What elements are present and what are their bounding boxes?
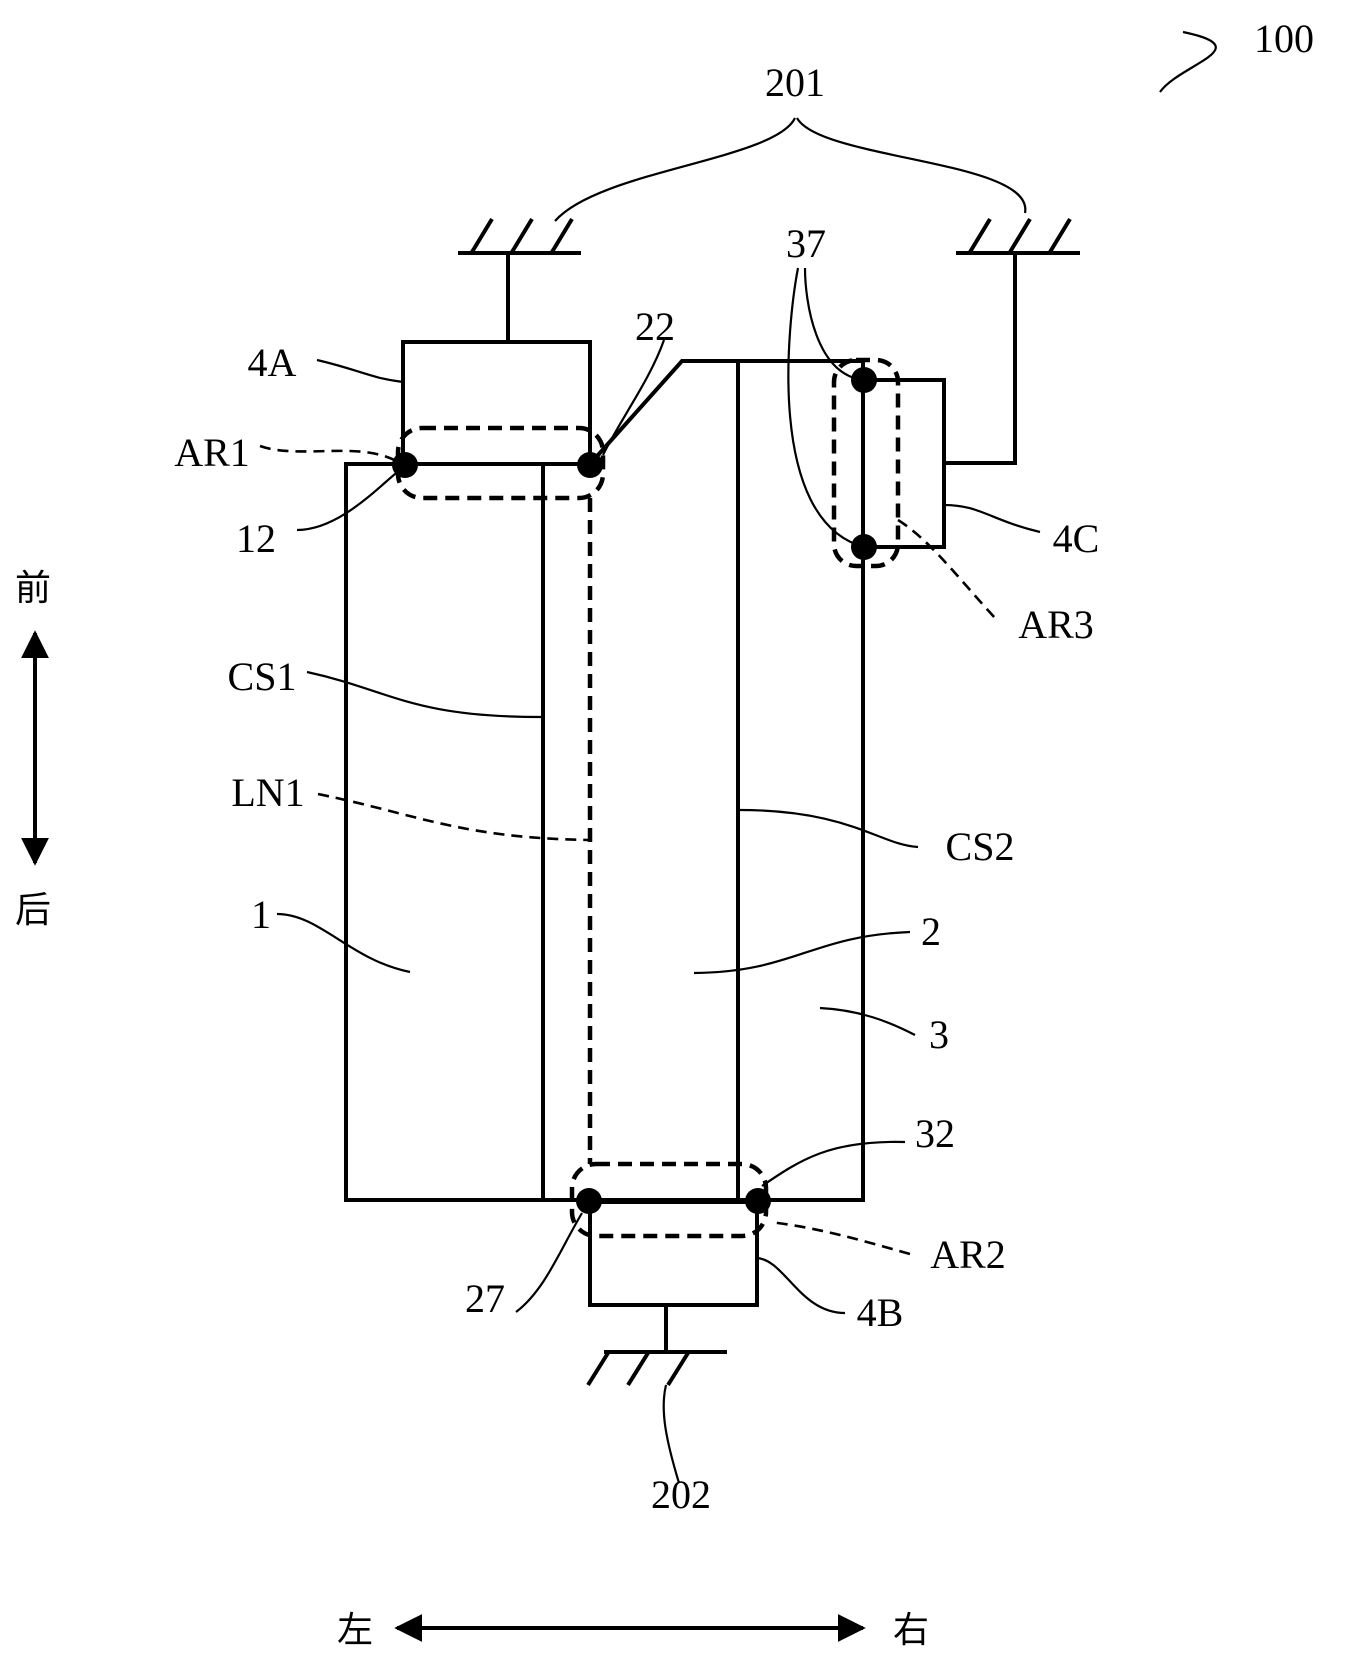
fixing-block-4B	[588, 1200, 759, 1307]
label-4B: 4B	[857, 1290, 904, 1335]
label-CS1: CS1	[228, 654, 297, 699]
label-4C: 4C	[1053, 516, 1100, 561]
ground-symbol-right	[944, 217, 1080, 465]
direction-right: 右	[893, 1610, 929, 1651]
label-1: 1	[251, 892, 271, 937]
fixing-block-4A	[401, 340, 592, 466]
label-201: 201	[765, 60, 825, 105]
ground-symbol-bottom	[586, 1305, 727, 1387]
label-37: 37	[786, 221, 826, 266]
direction-front: 前	[15, 568, 51, 609]
label-AR1: AR1	[174, 430, 250, 475]
label-AR3: AR3	[1018, 602, 1094, 647]
leader-lines	[259, 30, 1217, 1484]
component-1	[344, 462, 545, 1202]
point-22	[577, 452, 603, 478]
point-27	[576, 1188, 602, 1214]
label-4A: 4A	[248, 340, 297, 385]
component-2	[541, 359, 740, 1202]
region-AR1	[395, 425, 606, 501]
direction-left: 左	[337, 1610, 373, 1651]
ground-symbol-left	[458, 217, 581, 342]
point-32	[745, 1188, 771, 1214]
label-202: 202	[651, 1472, 711, 1517]
label-22: 22	[635, 304, 675, 349]
region-AR3	[831, 357, 901, 569]
region-AR2	[569, 1161, 769, 1239]
label-3: 3	[929, 1012, 949, 1057]
label-32: 32	[915, 1111, 955, 1156]
fixing-block-4C	[861, 378, 946, 549]
label-AR2: AR2	[930, 1232, 1006, 1277]
direction-back: 后	[15, 890, 51, 931]
component-3	[736, 359, 865, 1202]
label-12: 12	[236, 516, 276, 561]
label-LN1: LN1	[231, 770, 304, 815]
label-CS2: CS2	[946, 824, 1015, 869]
label-27: 27	[465, 1276, 505, 1321]
label-100: 100	[1254, 16, 1314, 61]
label-2: 2	[921, 909, 941, 954]
